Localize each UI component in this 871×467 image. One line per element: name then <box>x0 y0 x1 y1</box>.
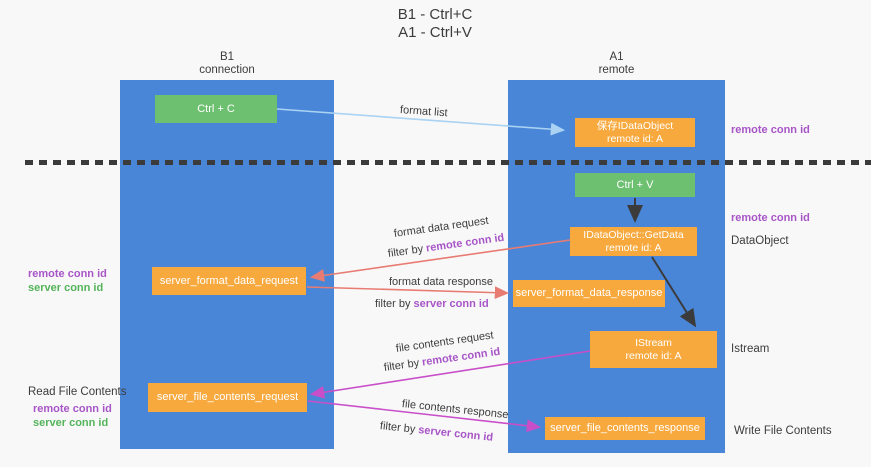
read-file-contents-label: Read File Contents <box>28 386 127 398</box>
left-remote-conn-id-label-2: remote conn id <box>33 403 112 415</box>
left-remote-conn-id-label-1: remote conn id <box>28 268 107 280</box>
title-line-2: A1 - Ctrl+V <box>398 24 472 41</box>
right-column-name: A1 <box>609 51 624 63</box>
left-server-conn-id-label-1: server conn id <box>28 282 104 294</box>
title-line-1: B1 - Ctrl+C <box>397 6 473 23</box>
copy-paste-separator-line <box>25 160 871 165</box>
left-server-conn-id-label-2: server conn id <box>33 417 109 429</box>
istream-line2: remote id: A <box>625 349 682 362</box>
left-column-name: B1 <box>219 51 235 63</box>
ctrl-c-box: Ctrl + C <box>155 95 277 123</box>
save-idataobject-box: 保存IDataObject remote id: A <box>575 118 695 147</box>
server-format-data-response-label: server_format_data_response <box>515 287 663 299</box>
filter-by-text: filter by <box>375 298 411 310</box>
right-remote-conn-id-label-2: remote conn id <box>731 212 810 224</box>
server-file-contents-response-box: server_file_contents_response <box>545 417 705 440</box>
save-idataobject-line1: 保存IDataObject <box>596 119 674 132</box>
getdata-line1: IDataObject::GetData <box>583 228 684 241</box>
server-file-contents-request-box: server_file_contents_request <box>148 383 307 412</box>
filter-by-text: filter by <box>379 420 416 436</box>
ctrl-c-label: Ctrl + C <box>197 102 235 115</box>
left-column-header: B1 connection <box>120 51 334 77</box>
server-conn-id-text: server conn id <box>413 298 489 310</box>
write-file-contents-label: Write File Contents <box>734 425 832 437</box>
ctrl-v-label: Ctrl + V <box>616 178 654 191</box>
remote-conn-id-text: remote conn id <box>425 231 506 255</box>
istream-side-label: Istream <box>731 343 770 355</box>
filter-by-text: filter by <box>383 357 420 374</box>
diagram-title: B1 - Ctrl+C A1 - Ctrl+V <box>300 6 570 42</box>
right-remote-conn-id-label-1: remote conn id <box>731 124 810 136</box>
format-data-response-label: format data response <box>389 276 493 288</box>
right-column-subtitle: remote <box>598 64 635 76</box>
server-file-contents-response-label: server_file_contents_response <box>550 422 700 434</box>
save-idataobject-line2: remote id: A <box>606 132 664 145</box>
istream-box: IStream remote id: A <box>590 331 717 368</box>
format-list-label: format list <box>399 104 448 120</box>
server-format-data-response-box: server_format_data_response <box>513 280 665 307</box>
server-conn-id-text: server conn id <box>417 424 494 444</box>
server-file-contents-request-label: server_file_contents_request <box>156 391 299 403</box>
right-column-header: A1 remote <box>508 51 725 77</box>
filter-by-text: filter by <box>387 243 424 260</box>
server-format-data-request-box: server_format_data_request <box>152 267 306 295</box>
ctrl-v-box: Ctrl + V <box>575 173 695 197</box>
getdata-box: IDataObject::GetData remote id: A <box>570 227 697 256</box>
server-format-data-request-label: server_format_data_request <box>159 274 299 287</box>
left-column-subtitle: connection <box>199 64 255 76</box>
istream-line1: IStream <box>635 336 672 349</box>
getdata-line2: remote id: A <box>605 241 662 254</box>
file-contents-response-label: file contents response <box>401 398 510 422</box>
dataobject-label: DataObject <box>731 235 789 247</box>
